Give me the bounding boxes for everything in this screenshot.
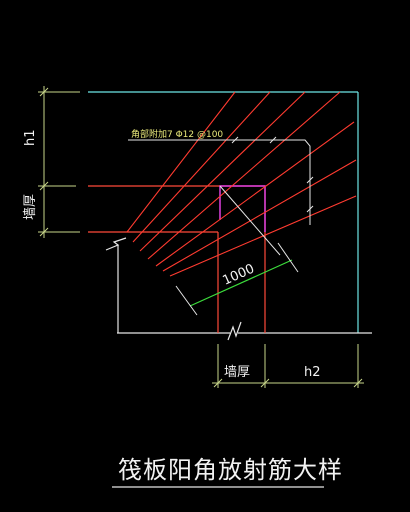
bottom-tick-mid <box>260 378 270 388</box>
left-dimensions <box>38 86 80 238</box>
left-tick-bottom <box>39 227 49 237</box>
h2-label: h2 <box>304 365 321 380</box>
column-corner-outline <box>219 185 266 232</box>
dim-1000-ext-right <box>277 242 299 273</box>
dimension-1000 <box>189 259 293 307</box>
h1-label: h1 <box>23 129 38 146</box>
column-corner <box>219 185 266 232</box>
radial-rebars <box>126 91 357 277</box>
bottom-tick-left <box>213 378 223 388</box>
drawing-title: 筏板阳角放射筋大样 <box>118 456 343 484</box>
bottom-dimensions <box>212 344 364 388</box>
radial-rebar <box>132 91 271 243</box>
left-tick-top <box>39 87 49 97</box>
dimension-1000-extensions <box>175 242 299 316</box>
radial-rebar <box>139 91 306 252</box>
dim-1000-line <box>189 259 293 307</box>
wall-thickness-bottom-label: 墙厚 <box>224 365 250 380</box>
bottom-tick-right <box>353 378 363 388</box>
slab-base-lines <box>105 237 372 341</box>
rebar-callout <box>128 136 314 256</box>
wall <box>88 185 266 333</box>
callout-tick-3 <box>306 176 314 184</box>
break-mark-bottom <box>227 321 242 341</box>
callout-leader <box>128 139 311 225</box>
radial-rebar <box>155 121 355 267</box>
dim-1000-ext-left <box>175 285 198 316</box>
callout-tick-4 <box>306 205 314 213</box>
left-tick-mid <box>39 181 49 191</box>
break-mark-left <box>105 237 127 251</box>
radial-rebar <box>126 91 236 233</box>
callout-tick-1 <box>231 136 239 144</box>
rebar-note: 角部附加7 Φ12 @100 <box>131 128 223 140</box>
wall-thickness-left-label: 墙厚 <box>23 194 38 220</box>
radial-rebar <box>147 91 341 260</box>
slab-outline <box>88 91 359 333</box>
callout-tick-2 <box>269 136 277 144</box>
corner-diagonal <box>219 185 281 256</box>
radial-rebar <box>162 159 357 272</box>
